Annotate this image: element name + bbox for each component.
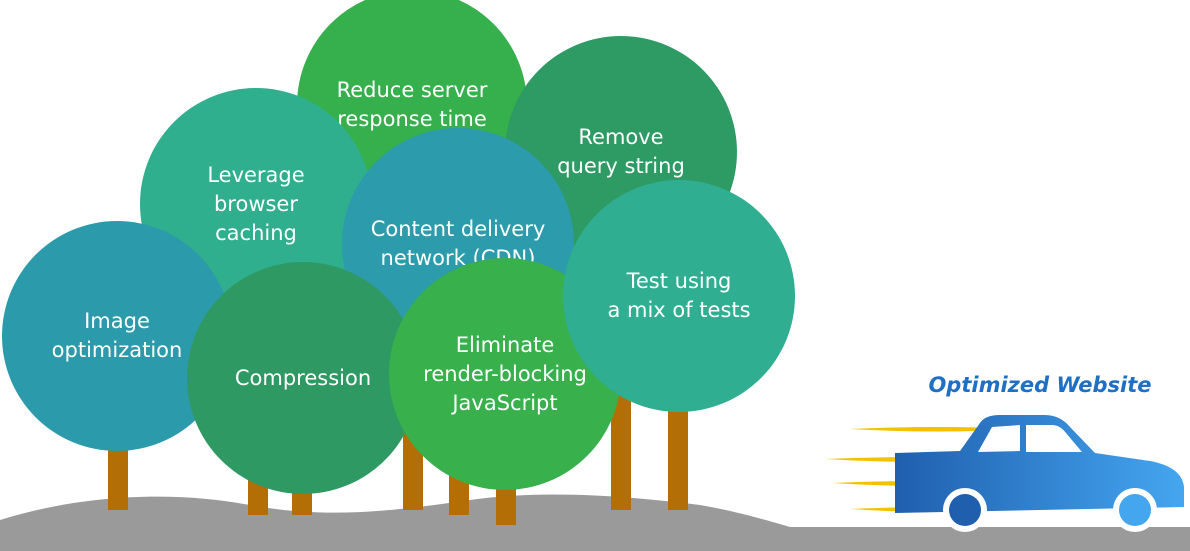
tree-trunk [108,440,128,510]
circle-label: Content delivery network (CDN) [370,217,546,270]
tree-trunk [668,400,688,510]
car-window [978,425,1020,452]
wheel [1119,494,1151,526]
circle-label: Compression [234,365,372,390]
car-title: Optimized Website [928,373,1152,397]
circle-label: Image optimization [51,309,183,362]
car-window [1026,425,1082,452]
circle-label: Reduce server response time [336,78,488,131]
ground-hill [0,494,1190,551]
wheel [949,494,981,526]
car-icon [825,415,1184,532]
tree-trunk [611,395,631,510]
circle-test-mix: Test using a mix of tests [563,180,795,412]
circle-label: Eliminate render-blocking JavaScript [423,332,587,415]
circle-label: Leverage browser caching [207,162,305,245]
circle-leverage-caching: Leverage browser caching [140,88,372,320]
circle-label: Remove query string [557,125,685,178]
circle-label: Test using a mix of tests [607,269,751,322]
circle-compression: Compression [187,262,419,494]
